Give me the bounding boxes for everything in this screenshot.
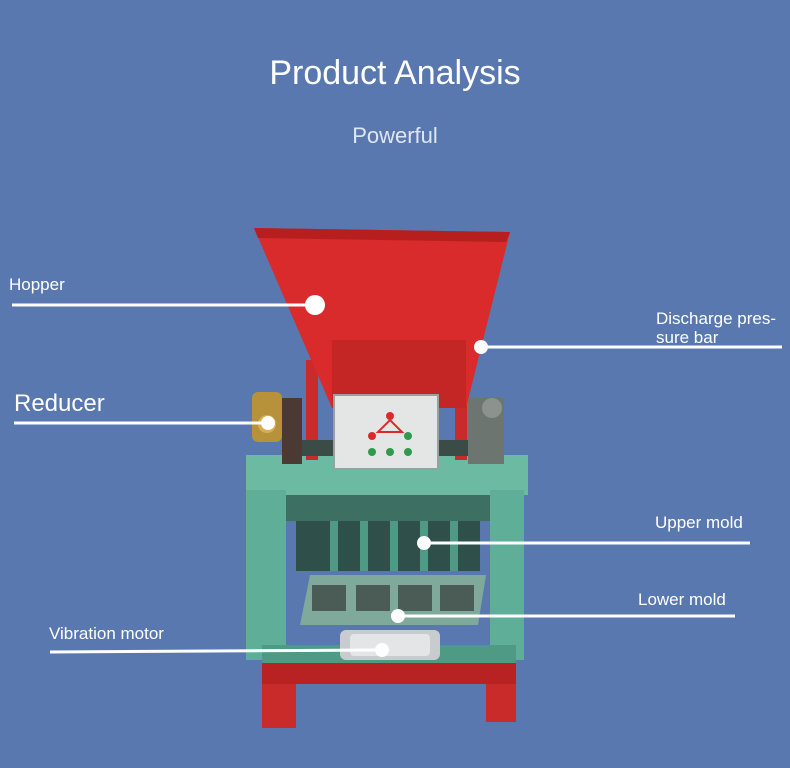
hopper-label: Hopper [9,275,65,294]
page-title: Product Analysis [269,54,521,92]
control-box [333,394,439,470]
reducer-label: Reducer [14,390,105,417]
page-subtitle: Powerful [352,123,438,148]
lower-mold-marker-dot [391,609,405,623]
discharge-marker-dot [474,340,488,354]
lower-mold-part [300,575,486,625]
discharge-label-line2: sure bar [656,328,719,347]
vibration-motor-leader-line [49,648,383,654]
reducer-part [252,392,302,464]
upper-mold-label: Upper mold [655,513,743,532]
upper-mold-marker-dot [417,536,431,550]
vibration-motor-label: Vibration motor [49,624,164,643]
lower-mold-label: Lower mold [638,590,726,609]
vibration-motor-part [340,630,440,660]
side-mechanism [468,398,504,464]
hopper-part [254,228,510,408]
reducer-marker-dot [261,416,275,430]
vibration-motor-marker-dot [375,643,389,657]
discharge-label-line1: Discharge pres- [656,309,776,328]
leader-lines [12,295,782,657]
hopper-marker-dot [305,295,325,315]
